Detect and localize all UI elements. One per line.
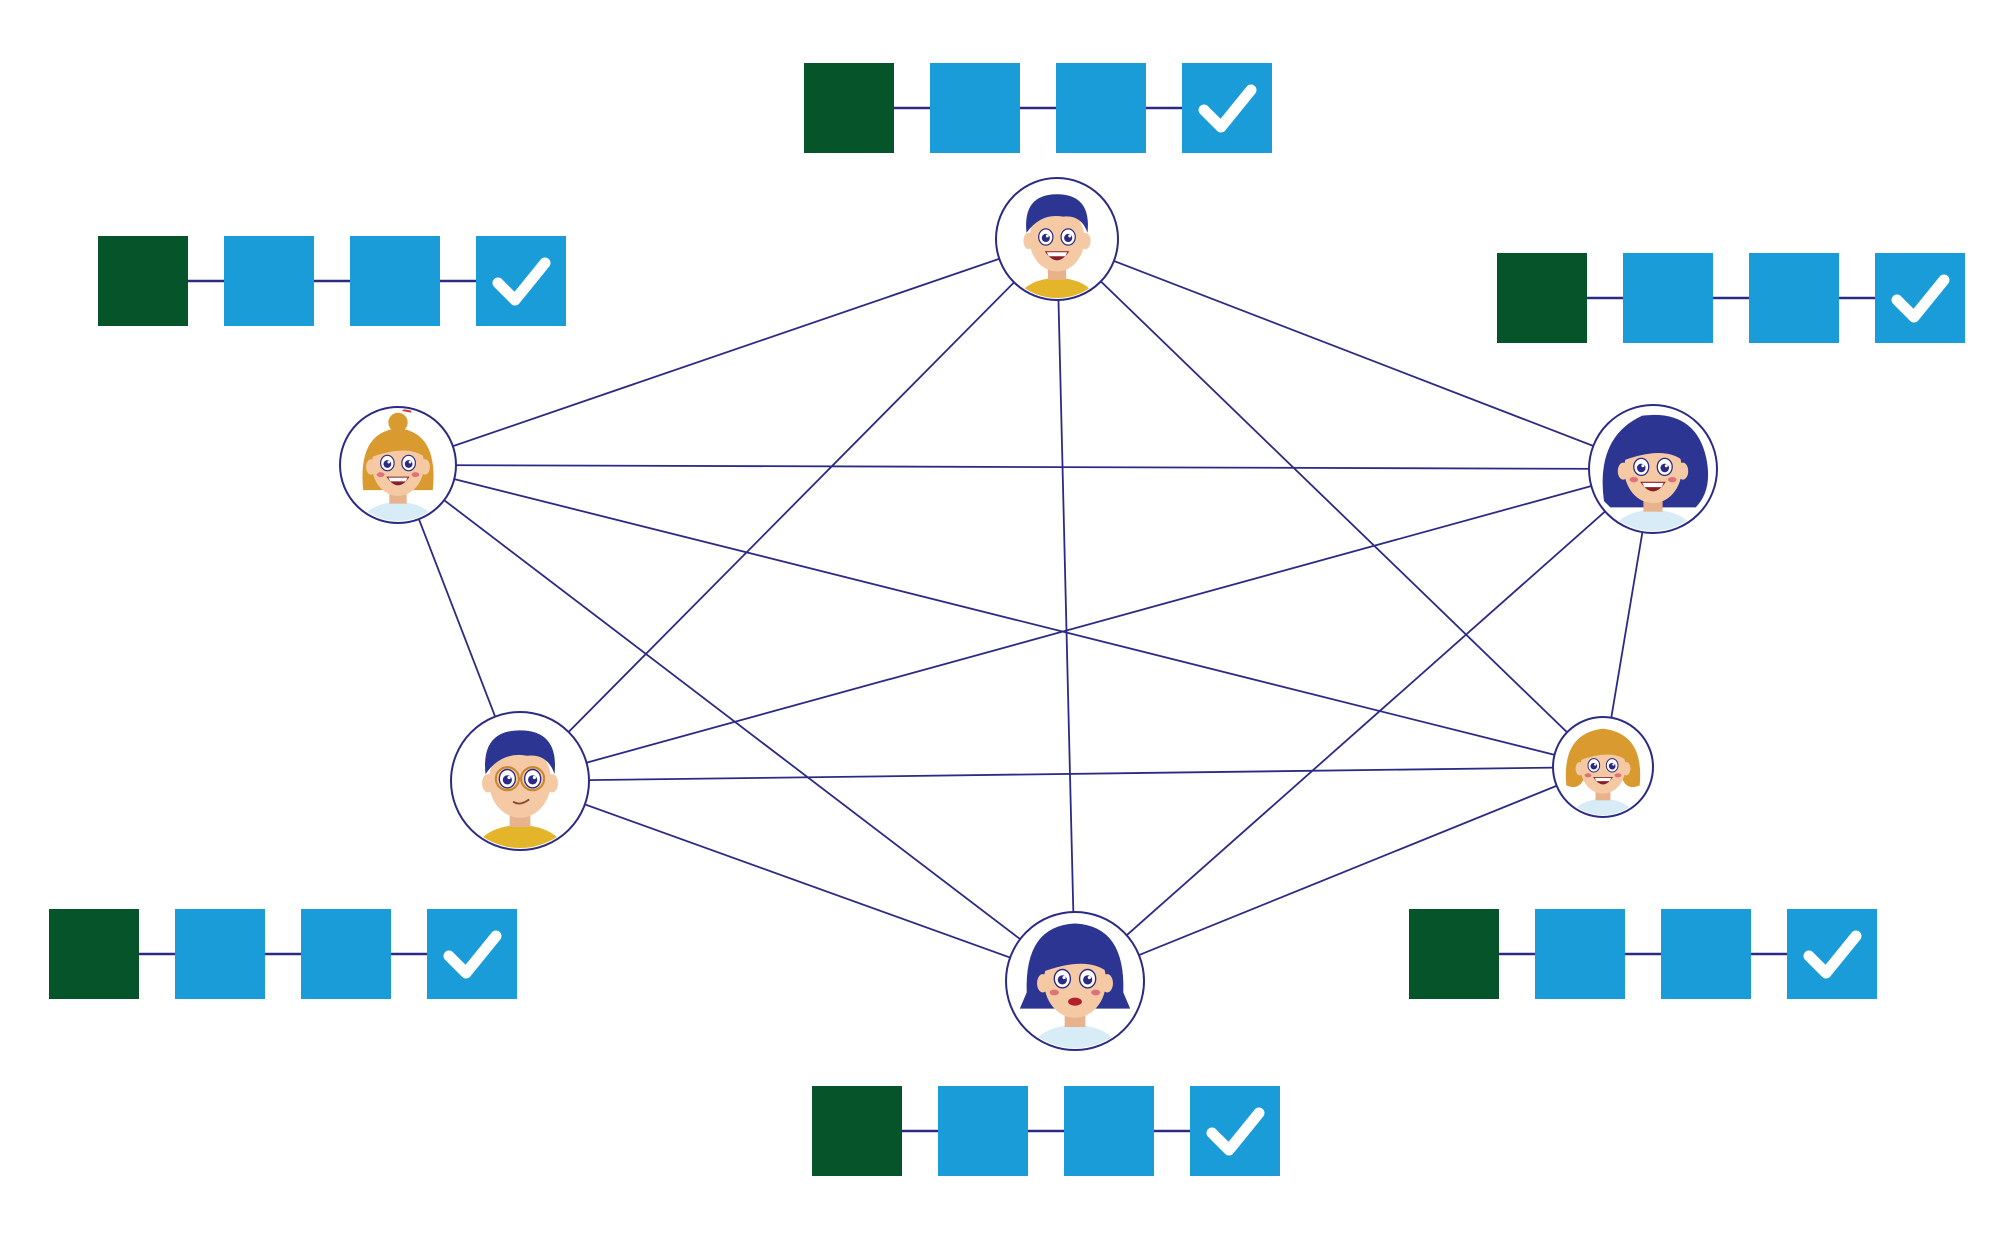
chain-block	[1749, 253, 1839, 343]
woman-curly-hair-avatar	[1602, 414, 1709, 531]
blockchain	[98, 236, 566, 326]
network-edge	[1074, 468, 1654, 982]
checkmark-icon	[492, 257, 551, 306]
checkmark-icon	[1891, 274, 1950, 323]
chain-block	[1623, 253, 1713, 343]
chain-block	[224, 236, 314, 326]
blockchain	[804, 63, 1272, 153]
chain-block	[938, 1086, 1028, 1176]
network-edge	[1074, 766, 1604, 982]
verified-block	[1787, 909, 1877, 999]
chain-block	[350, 236, 440, 326]
network-edge	[397, 238, 1058, 466]
network-edge	[519, 238, 1058, 782]
verified-block	[476, 236, 566, 326]
man-smiling-avatar	[1016, 194, 1098, 298]
network-node	[1005, 911, 1145, 1051]
verified-block	[1190, 1086, 1280, 1176]
genesis-block	[49, 909, 139, 999]
man-glasses-avatar	[474, 730, 566, 848]
network-node	[1552, 716, 1654, 818]
network-edge	[397, 464, 1604, 768]
network-edge	[519, 780, 1076, 982]
network-edge	[1056, 238, 1604, 768]
chain-block	[301, 909, 391, 999]
checkmark-icon	[1206, 1107, 1265, 1156]
chain-block	[930, 63, 1020, 153]
blockchain	[1409, 909, 1877, 999]
chain-block	[1661, 909, 1751, 999]
chain-block	[1535, 909, 1625, 999]
blockchain	[1497, 253, 1965, 343]
network-edge	[1056, 238, 1076, 982]
network-edge	[519, 766, 1604, 782]
network-node	[1588, 404, 1718, 534]
chain-block	[175, 909, 265, 999]
network-node	[450, 711, 590, 851]
chains-layer	[49, 63, 1965, 1176]
network-edge	[397, 464, 1076, 982]
checkmark-icon	[1198, 84, 1257, 133]
network-node	[995, 177, 1119, 301]
edges-layer	[397, 238, 1654, 982]
checkmark-icon	[443, 930, 502, 979]
genesis-block	[1409, 909, 1499, 999]
network-edge	[397, 464, 1654, 470]
chain-block	[1064, 1086, 1154, 1176]
genesis-block	[804, 63, 894, 153]
verified-block	[1182, 63, 1272, 153]
genesis-block	[98, 236, 188, 326]
verified-block	[1875, 253, 1965, 343]
woman-hair-bun-avatar	[359, 409, 437, 521]
blockchain	[812, 1086, 1280, 1176]
verified-block	[427, 909, 517, 999]
chain-block	[1056, 63, 1146, 153]
genesis-block	[1497, 253, 1587, 343]
nodes-layer	[339, 177, 1718, 1051]
network-edge	[1056, 238, 1654, 470]
network-node	[339, 406, 457, 524]
genesis-block	[812, 1086, 902, 1176]
woman-wavy-hair-avatar	[1565, 728, 1641, 815]
blockchain	[49, 909, 517, 999]
checkmark-icon	[1803, 930, 1862, 979]
network-edge	[519, 468, 1654, 782]
